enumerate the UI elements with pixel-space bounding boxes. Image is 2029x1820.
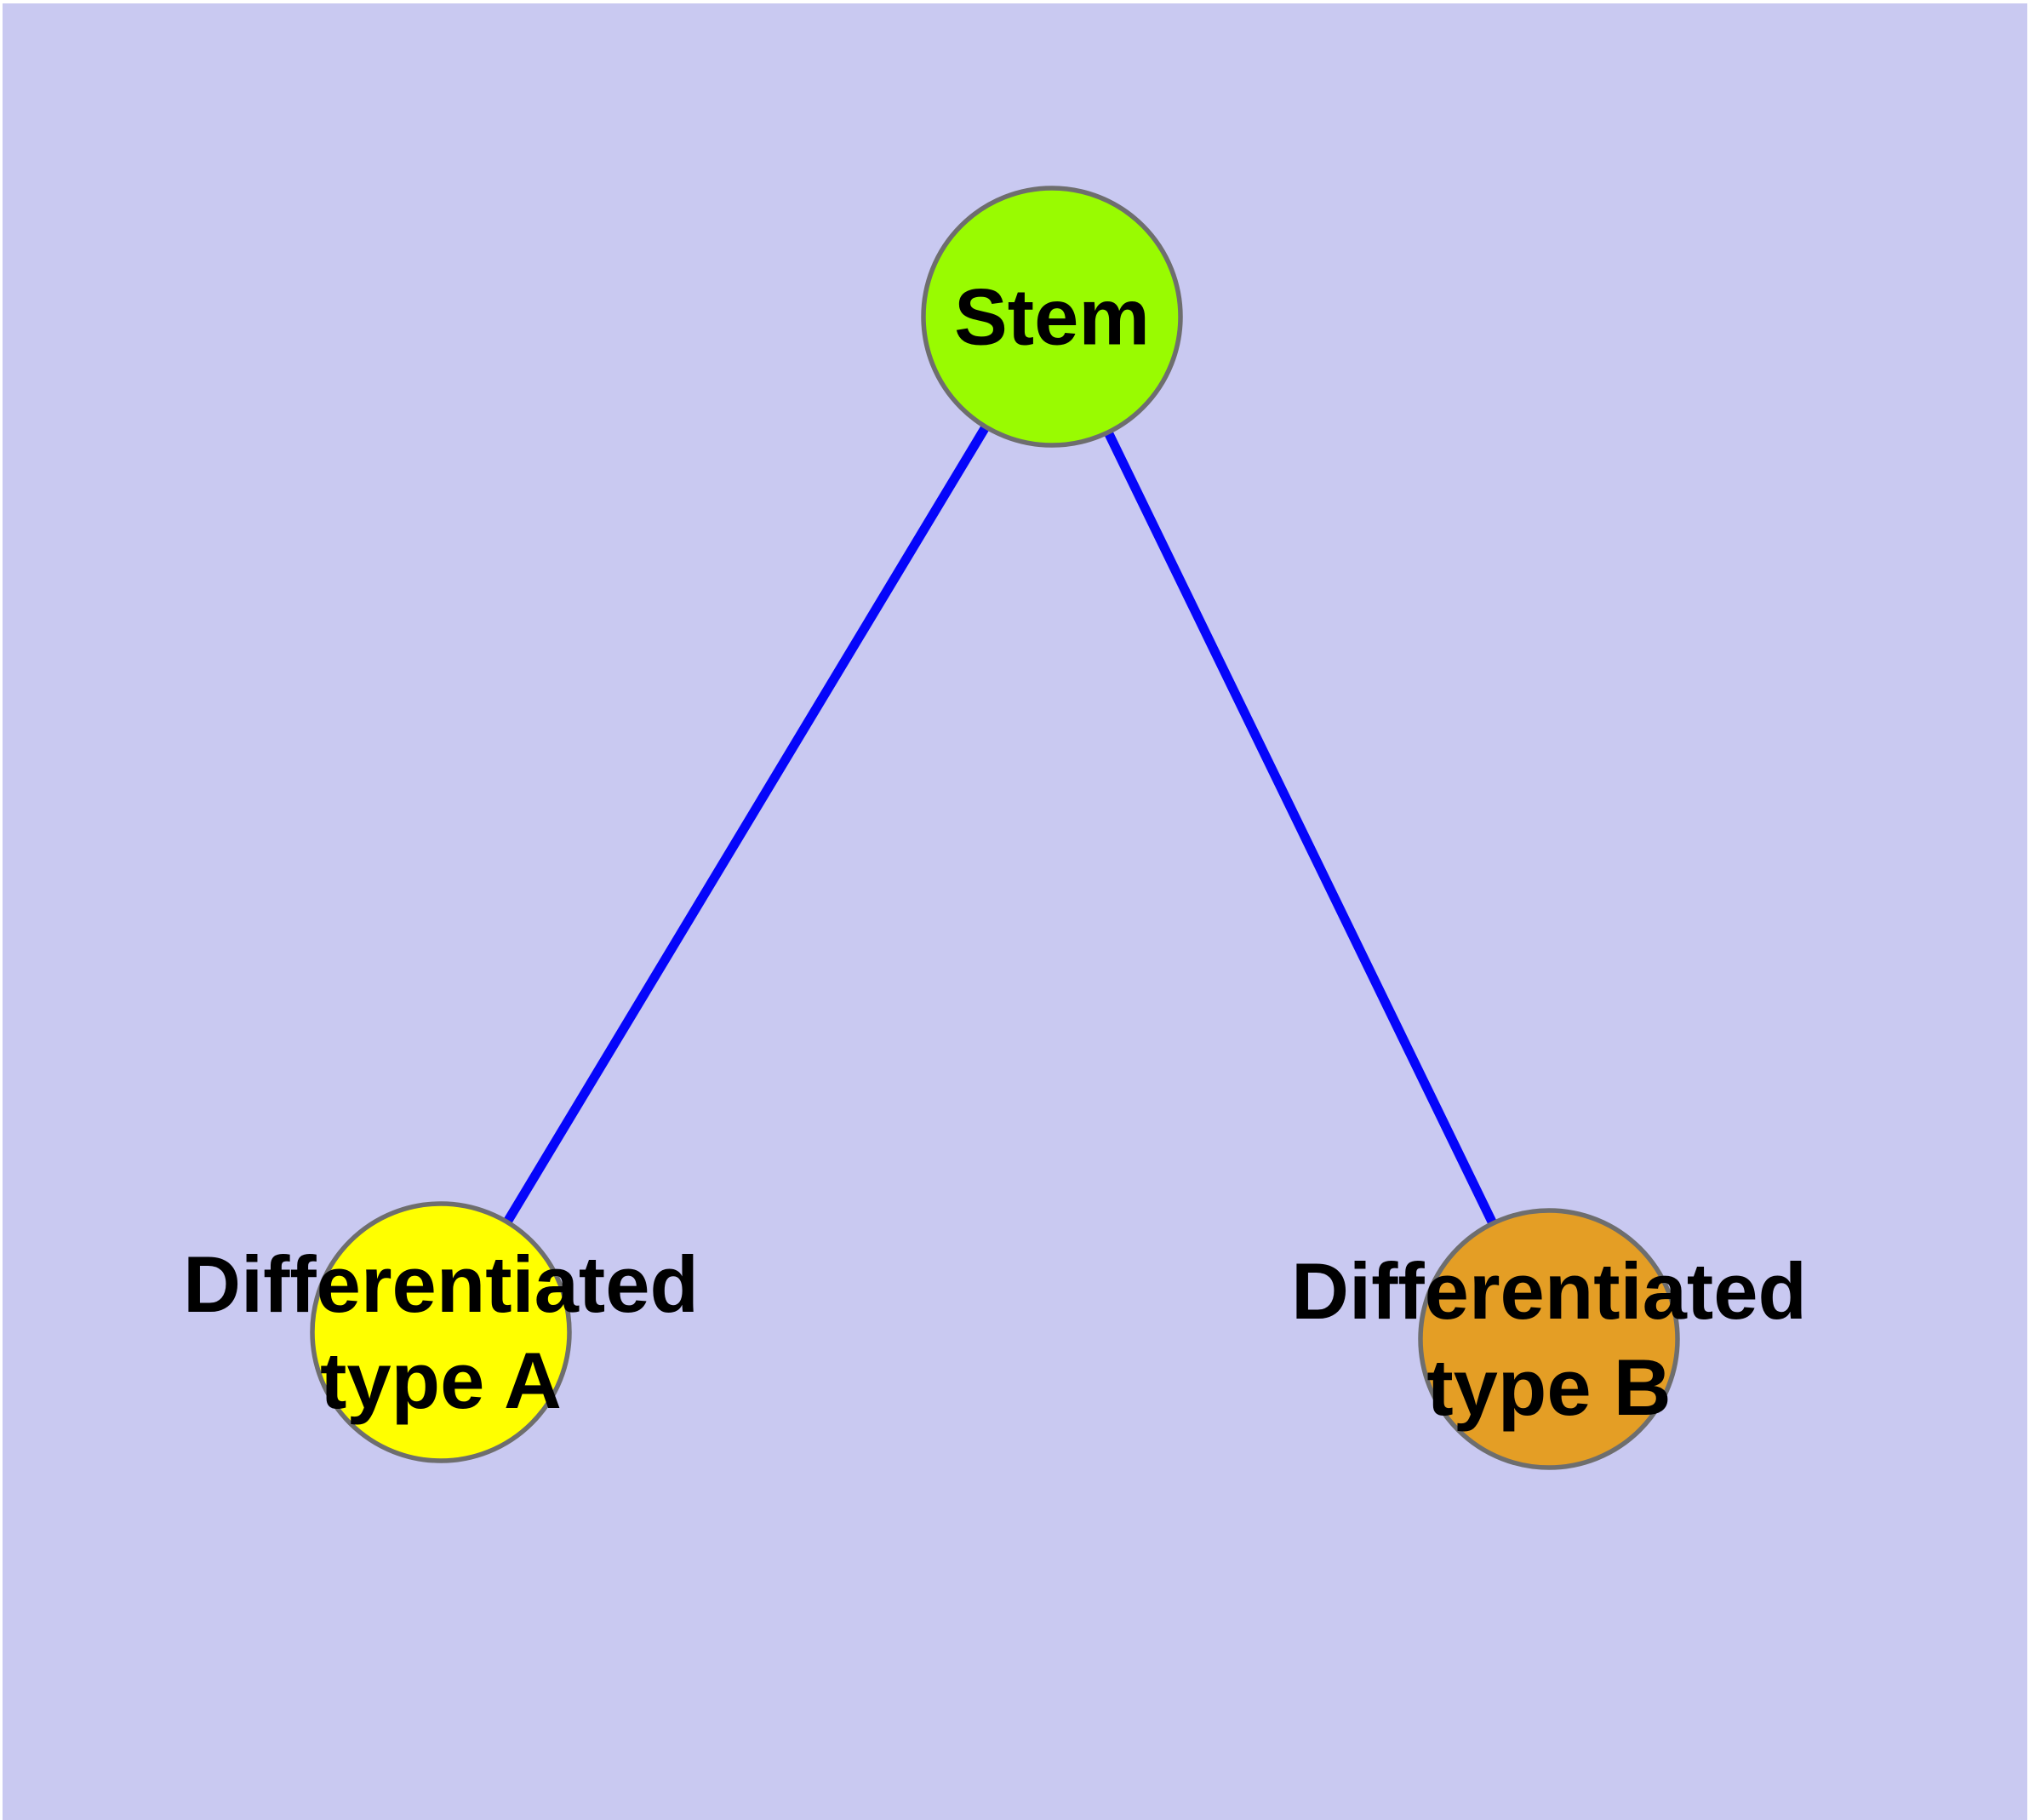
edge-stem-diff-a (437, 314, 1056, 1335)
node-diff-b (1418, 1208, 1680, 1470)
node-stem (921, 186, 1183, 448)
node-diff-a (310, 1201, 572, 1463)
edge-stem-diff-b (1048, 314, 1553, 1342)
